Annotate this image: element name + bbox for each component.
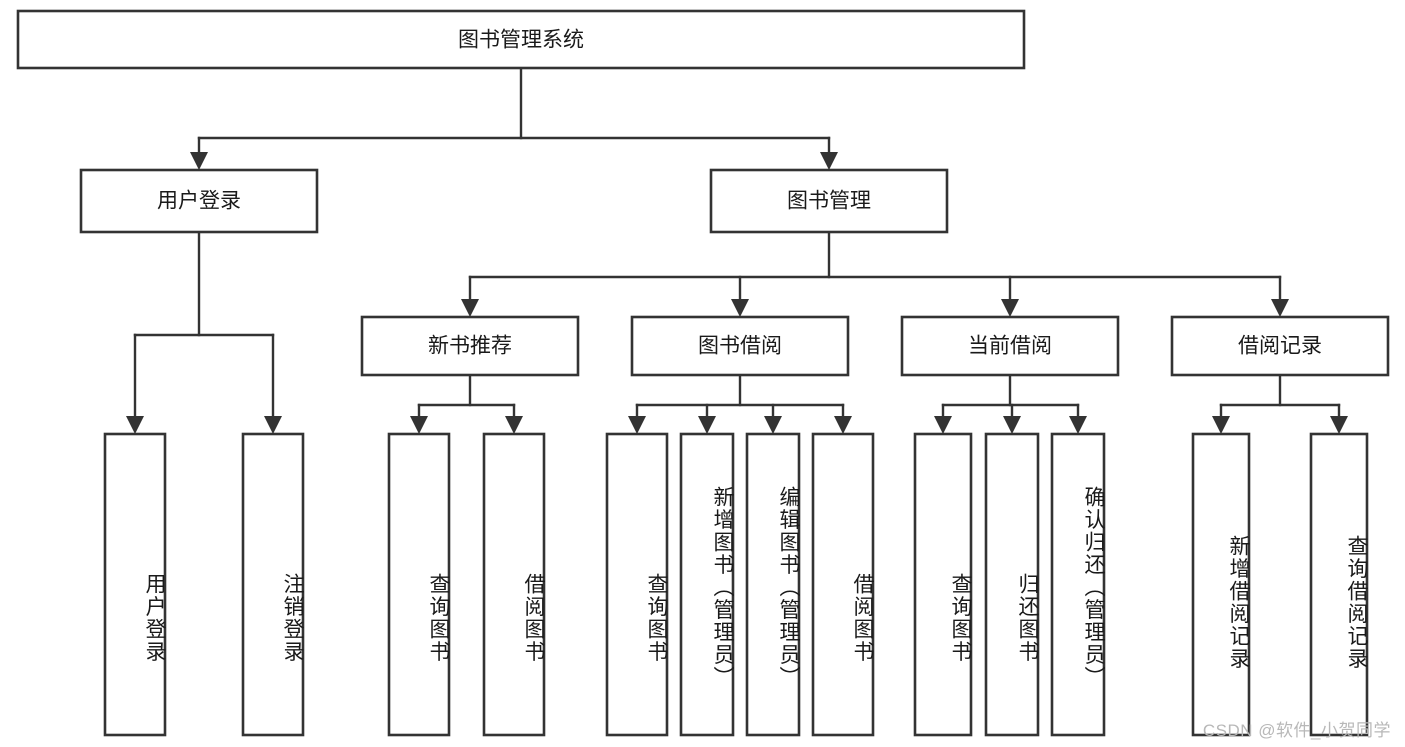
arrow-to-leaf-edit-book-admin [764, 416, 782, 434]
node-leaf-query-book-recommend-box[interactable] [387, 432, 451, 737]
arrow-to-leaf-confirm-return-admin [1069, 416, 1087, 434]
connector-group-level1-to-level2 [190, 66, 838, 170]
arrow-to-borrow-record [1271, 299, 1289, 317]
connector-group-userlogin-to-leaves [126, 230, 282, 434]
node-leaf-return-book-box[interactable] [984, 432, 1040, 737]
node-leaf-query-book-current-box[interactable] [913, 432, 973, 737]
node-borrow-record[interactable]: 借阅记录 [1170, 315, 1390, 377]
arrow-to-leaf-borrow-book [834, 416, 852, 434]
arrow-to-book-management [820, 152, 838, 170]
node-book-management-label: 图书管理 [787, 190, 871, 213]
node-leaf-logout-box[interactable] [241, 432, 305, 737]
node-leaf-query-borrow-record-box[interactable] [1309, 432, 1369, 737]
node-leaf-borrow-book-recommend-box[interactable] [482, 432, 546, 737]
arrow-to-leaf-query-borrow-record [1330, 416, 1348, 434]
arrow-to-leaf-query-book-current [934, 416, 952, 434]
node-user-login-label: 用户登录 [157, 190, 241, 213]
node-root-system-label: 图书管理系统 [458, 29, 584, 52]
arrow-to-new-book-recommend [461, 299, 479, 317]
node-new-book-recommend-box[interactable] [360, 315, 580, 377]
connector-group-current-to-leaves [934, 373, 1087, 434]
arrow-to-current-borrow [1001, 299, 1019, 317]
connector-group-borrow-to-leaves [628, 373, 852, 434]
node-leaf-edit-book-admin-box[interactable] [745, 432, 801, 737]
node-root-system[interactable]: 图书管理系统 [16, 9, 1026, 70]
arrow-to-leaf-query-book-recommend [410, 416, 428, 434]
arrow-to-leaf-logout [264, 416, 282, 434]
arrow-to-leaf-add-book-admin [698, 416, 716, 434]
node-leaf-user-login-box[interactable] [103, 432, 167, 737]
node-leaf-add-borrow-record-box[interactable] [1191, 432, 1251, 737]
node-current-borrow[interactable]: 当前借阅 [900, 315, 1120, 377]
node-new-book-recommend[interactable]: 新书推荐 [360, 315, 580, 377]
node-book-management-box[interactable] [709, 168, 949, 234]
connector-group-level2-to-level3 [461, 230, 1289, 317]
node-leaf-borrow-book-box[interactable] [811, 432, 875, 737]
arrow-to-user-login [190, 152, 208, 170]
node-book-borrow[interactable]: 图书借阅 [630, 315, 850, 377]
node-current-borrow-label: 当前借阅 [968, 335, 1052, 358]
node-borrow-record-box[interactable] [1170, 315, 1390, 377]
node-leaf-confirm-return-admin-box[interactable] [1050, 432, 1106, 737]
arrow-to-leaf-add-borrow-record [1212, 416, 1230, 434]
connector-group-recommend-to-leaves [410, 373, 523, 434]
node-user-login-box[interactable] [79, 168, 319, 234]
connector-group-record-to-leaves [1212, 373, 1348, 434]
arrow-to-book-borrow [731, 299, 749, 317]
node-user-login[interactable]: 用户登录 [79, 168, 319, 234]
node-root-system-box[interactable] [16, 9, 1026, 70]
node-book-borrow-box[interactable] [630, 315, 850, 377]
arrow-to-leaf-user-login [126, 416, 144, 434]
csdn-watermark: CSDN @软件_小贺同学 [1202, 721, 1391, 740]
node-new-book-recommend-label: 新书推荐 [428, 335, 512, 358]
arrow-to-leaf-query-book-borrow [628, 416, 646, 434]
node-leaf-add-book-admin-box[interactable] [679, 432, 735, 737]
node-borrow-record-label: 借阅记录 [1238, 335, 1322, 358]
node-current-borrow-box[interactable] [900, 315, 1120, 377]
arrow-to-leaf-borrow-book-recommend [505, 416, 523, 434]
node-leaf-query-book-borrow-box[interactable] [605, 432, 669, 737]
node-book-borrow-label: 图书借阅 [698, 335, 782, 358]
arrow-to-leaf-return-book [1003, 416, 1021, 434]
node-book-management[interactable]: 图书管理 [709, 168, 949, 234]
